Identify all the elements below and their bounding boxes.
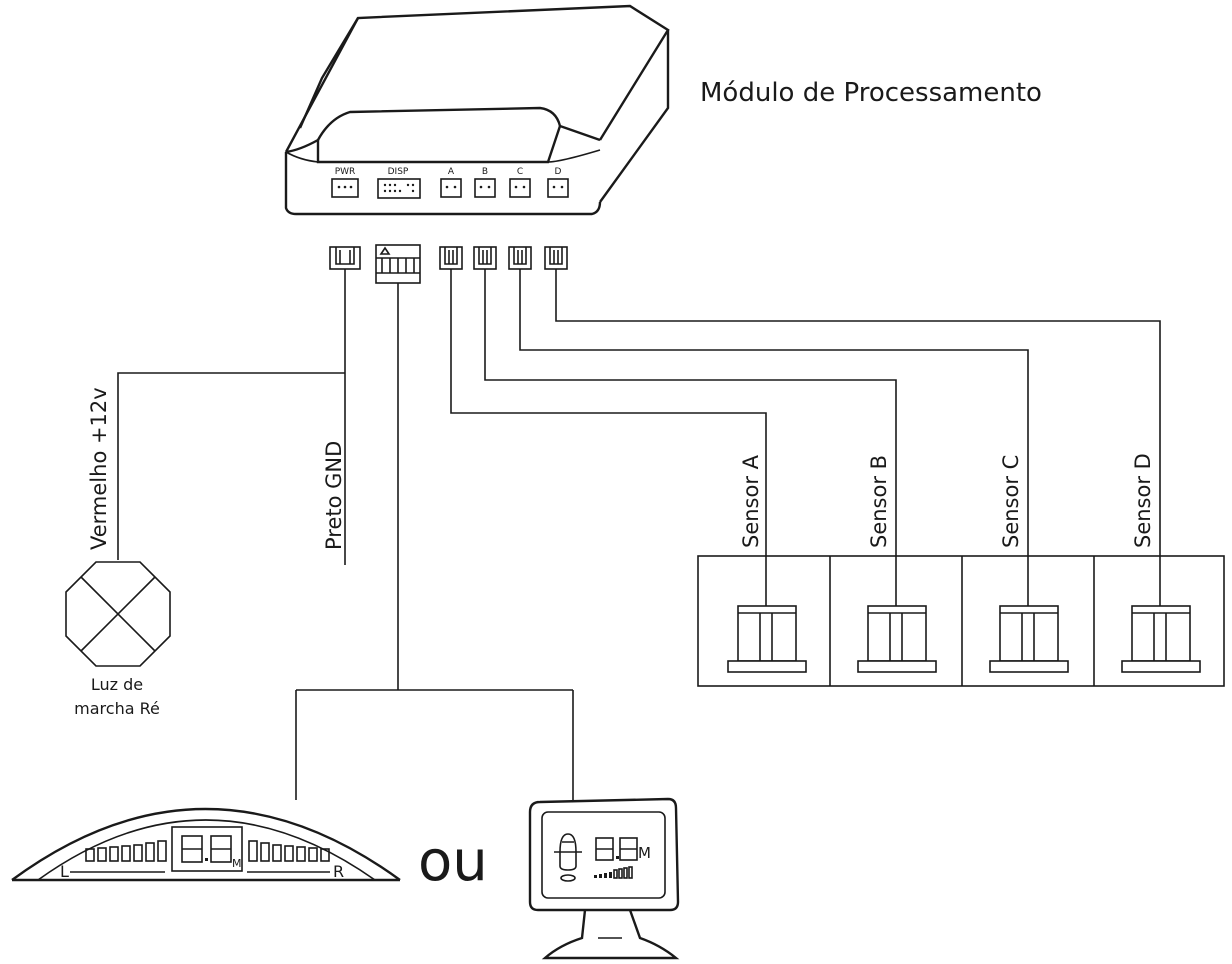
plug-c: [508, 246, 532, 270]
sensor-b-wire: [484, 269, 897, 610]
plug-disp: [375, 244, 421, 284]
sensor-a-wire: [450, 269, 767, 610]
sensor-c-label: Sensor C: [999, 455, 1023, 548]
socket-b: [474, 178, 496, 198]
lamp-label-line1: Luz de: [91, 675, 143, 694]
arc-right-label: R: [333, 862, 344, 881]
sensor-b-icon: [857, 605, 937, 673]
monitor-level-bars: [594, 866, 633, 879]
monitor-display-icon: [528, 797, 680, 960]
port-label-b: B: [482, 167, 488, 177]
socket-a: [440, 178, 462, 198]
sensor-d-icon: [1121, 605, 1201, 673]
black-wire-label: Preto GND: [322, 441, 346, 550]
socket-disp: [377, 178, 421, 199]
right-led-segments: [248, 840, 330, 862]
port-label-disp: DISP: [388, 167, 409, 177]
car-icon: [554, 833, 582, 882]
monitor-digits: [595, 837, 638, 861]
arc-display-icon: [11, 807, 401, 882]
sensor-d-label: Sensor D: [1131, 453, 1155, 548]
plug-d: [544, 246, 568, 270]
arc-unit-label: M: [232, 857, 242, 870]
socket-c: [509, 178, 531, 198]
arc-left-label: L: [60, 862, 69, 881]
port-label-a: A: [448, 167, 455, 177]
socket-pwr: [331, 178, 359, 198]
socket-d: [547, 178, 569, 198]
port-label-pwr: PWR: [335, 167, 356, 177]
seven-seg-digits: [181, 835, 232, 863]
sensor-a-label: Sensor A: [739, 454, 763, 548]
sensor-b-label: Sensor B: [867, 455, 891, 548]
monitor-unit-label: M: [638, 844, 651, 862]
sensor-a-icon: [727, 605, 807, 673]
red-wire: [117, 372, 345, 560]
left-led-segments: [85, 840, 167, 862]
module-title: Módulo de Processamento: [700, 78, 1042, 108]
processing-module: PWR DISP A B C D: [284, 4, 670, 216]
sensor-panel: [697, 555, 1225, 687]
display-wire: [295, 283, 574, 800]
reverse-lamp-icon: [65, 561, 171, 667]
sensor-c-icon: [989, 605, 1069, 673]
plug-pwr: [329, 246, 361, 270]
or-label: ou: [418, 829, 488, 894]
lamp-label-line2: marcha Ré: [74, 699, 160, 718]
port-label-d: D: [555, 167, 562, 177]
sensor-c-wire: [519, 269, 1029, 610]
sensor-d-wire: [555, 269, 1161, 610]
red-wire-label: Vermelho +12v: [87, 387, 111, 550]
wires: [117, 269, 1161, 800]
plug-b: [473, 246, 497, 270]
plug-a: [439, 246, 463, 270]
port-label-c: C: [517, 167, 523, 177]
